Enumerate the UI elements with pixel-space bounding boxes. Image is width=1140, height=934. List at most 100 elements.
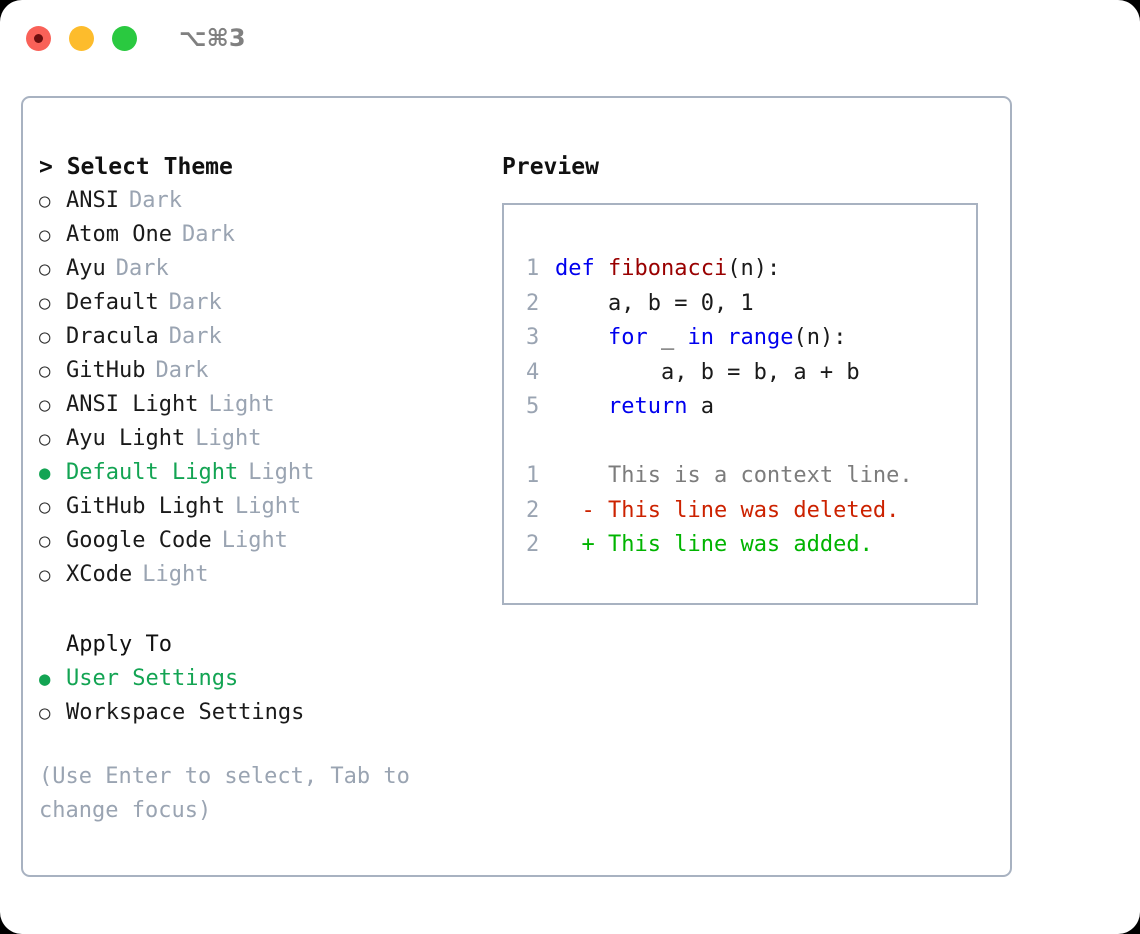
keyboard-hint: (Use Enter to select, Tab to change focu… — [39, 764, 410, 823]
radio-unselected-icon: ○ — [39, 224, 51, 246]
traffic-lights — [26, 25, 137, 51]
token-plain: a, b = 0, 1 — [555, 290, 754, 316]
token-kw: range — [727, 325, 794, 350]
token-plain — [555, 394, 608, 419]
theme-option-dracula[interactable]: ○ Dracula Dark — [39, 320, 489, 354]
code-line: 3 for _ in range(n): — [526, 321, 970, 356]
line-number: 2 — [526, 532, 540, 557]
line-number: 3 — [526, 325, 540, 350]
theme-option-category: Dark — [168, 324, 222, 349]
radio-unselected-icon: ○ — [39, 428, 51, 450]
theme-option-label: ANSI Light — [66, 392, 199, 417]
token-plain — [714, 325, 727, 350]
radio-unselected-icon: ○ — [39, 394, 51, 416]
radio-unselected-icon: ○ — [39, 326, 51, 348]
apply-to-header: Apply To — [66, 632, 172, 657]
code-line: 2 a, b = 0, 1 — [526, 287, 970, 322]
token-kw: for — [607, 325, 648, 350]
diff-block: 1 This is a context line.2 - This line w… — [526, 459, 970, 563]
radio-unselected-icon: ○ — [39, 564, 51, 586]
line-number: 2 — [526, 290, 540, 316]
theme-option-label: ANSI — [66, 188, 119, 213]
theme-option-category: Light — [234, 494, 302, 519]
token-plain: (n): — [793, 325, 847, 350]
line-number: 1 — [526, 463, 540, 488]
theme-option-github-light[interactable]: ○ GitHub Light Light — [39, 490, 489, 524]
token-plain — [555, 325, 608, 350]
theme-option-label: Google Code — [66, 528, 212, 553]
diff-line-ctx: 1 This is a context line. — [526, 459, 970, 494]
line-number: 1 — [526, 256, 540, 281]
theme-option-label: Ayu Light — [66, 426, 186, 451]
code-line: 4 a, b = b, a + b — [526, 356, 970, 391]
recording-dot-icon — [34, 33, 43, 43]
theme-option-label: GitHub Light — [66, 494, 225, 519]
theme-option-label: Dracula — [66, 324, 159, 349]
apply-to-list[interactable]: ● User Settings ○ Workspace Settings — [39, 662, 489, 730]
token-kw: def — [555, 256, 608, 281]
radio-unselected-icon: ○ — [39, 258, 51, 280]
line-number: 5 — [526, 394, 540, 419]
apply-to-option-label: User Settings — [66, 666, 239, 691]
theme-option-category: Dark — [181, 222, 235, 247]
radio-unselected-icon: ○ — [39, 496, 51, 518]
window-title: ⌥⌘3 — [179, 24, 246, 52]
code-line-text: a, b = 0, 1 — [555, 287, 754, 322]
theme-option-category: Light — [142, 562, 209, 587]
theme-option-category: Light — [208, 392, 275, 417]
apply-to-option-workspace-settings[interactable]: ○ Workspace Settings — [39, 696, 489, 730]
theme-option-category: Dark — [155, 358, 209, 383]
token-kw: return — [607, 394, 688, 419]
code-spacer — [526, 425, 970, 460]
line-number: 4 — [526, 359, 540, 385]
radio-unselected-icon: ○ — [39, 292, 51, 314]
radio-selected-icon: ● — [39, 668, 51, 690]
theme-option-default[interactable]: ○ Default Dark — [39, 286, 489, 320]
theme-option-label: Default — [66, 290, 159, 315]
theme-option-label: Ayu — [66, 256, 106, 281]
maximize-button-icon[interactable] — [112, 25, 137, 51]
token-plain: a, b = b, a + b — [555, 359, 860, 385]
diff-sign: + — [555, 532, 595, 557]
preview-header: Preview — [502, 154, 599, 180]
radio-unselected-icon: ○ — [39, 190, 51, 212]
token-plain: _ — [647, 325, 688, 350]
diff-line-del: 2 - This line was deleted. — [526, 494, 970, 529]
select-theme-header: > Select Theme — [39, 154, 233, 180]
diff-sign: - — [555, 497, 595, 523]
radio-unselected-icon: ○ — [39, 702, 51, 724]
theme-option-category: Dark — [168, 290, 222, 315]
minimize-button-icon[interactable] — [69, 25, 94, 51]
theme-option-label: Default Light — [66, 460, 239, 485]
token-plain: a — [687, 394, 714, 419]
radio-unselected-icon: ○ — [39, 360, 51, 382]
theme-option-ansi-light[interactable]: ○ ANSI Light Light — [39, 388, 489, 422]
close-button-icon[interactable] — [26, 25, 51, 51]
apply-to-option-user-settings[interactable]: ● User Settings — [39, 662, 489, 696]
theme-option-category: Light — [221, 528, 288, 553]
diff-line-text: This is a context line. — [594, 463, 913, 488]
token-kw: in — [687, 325, 714, 350]
radio-selected-icon: ● — [39, 462, 51, 484]
token-fn: fibonacci — [607, 256, 728, 281]
diff-sign — [555, 459, 595, 494]
diff-line-add: 2 + This line was added. — [526, 528, 970, 563]
theme-option-ayu[interactable]: ○ Ayu Dark — [39, 252, 489, 286]
line-number: 2 — [526, 497, 540, 523]
theme-option-category: Dark — [115, 256, 169, 281]
apply-to-option-label: Workspace Settings — [66, 700, 305, 725]
diff-line-text: This line was deleted. — [594, 497, 900, 523]
